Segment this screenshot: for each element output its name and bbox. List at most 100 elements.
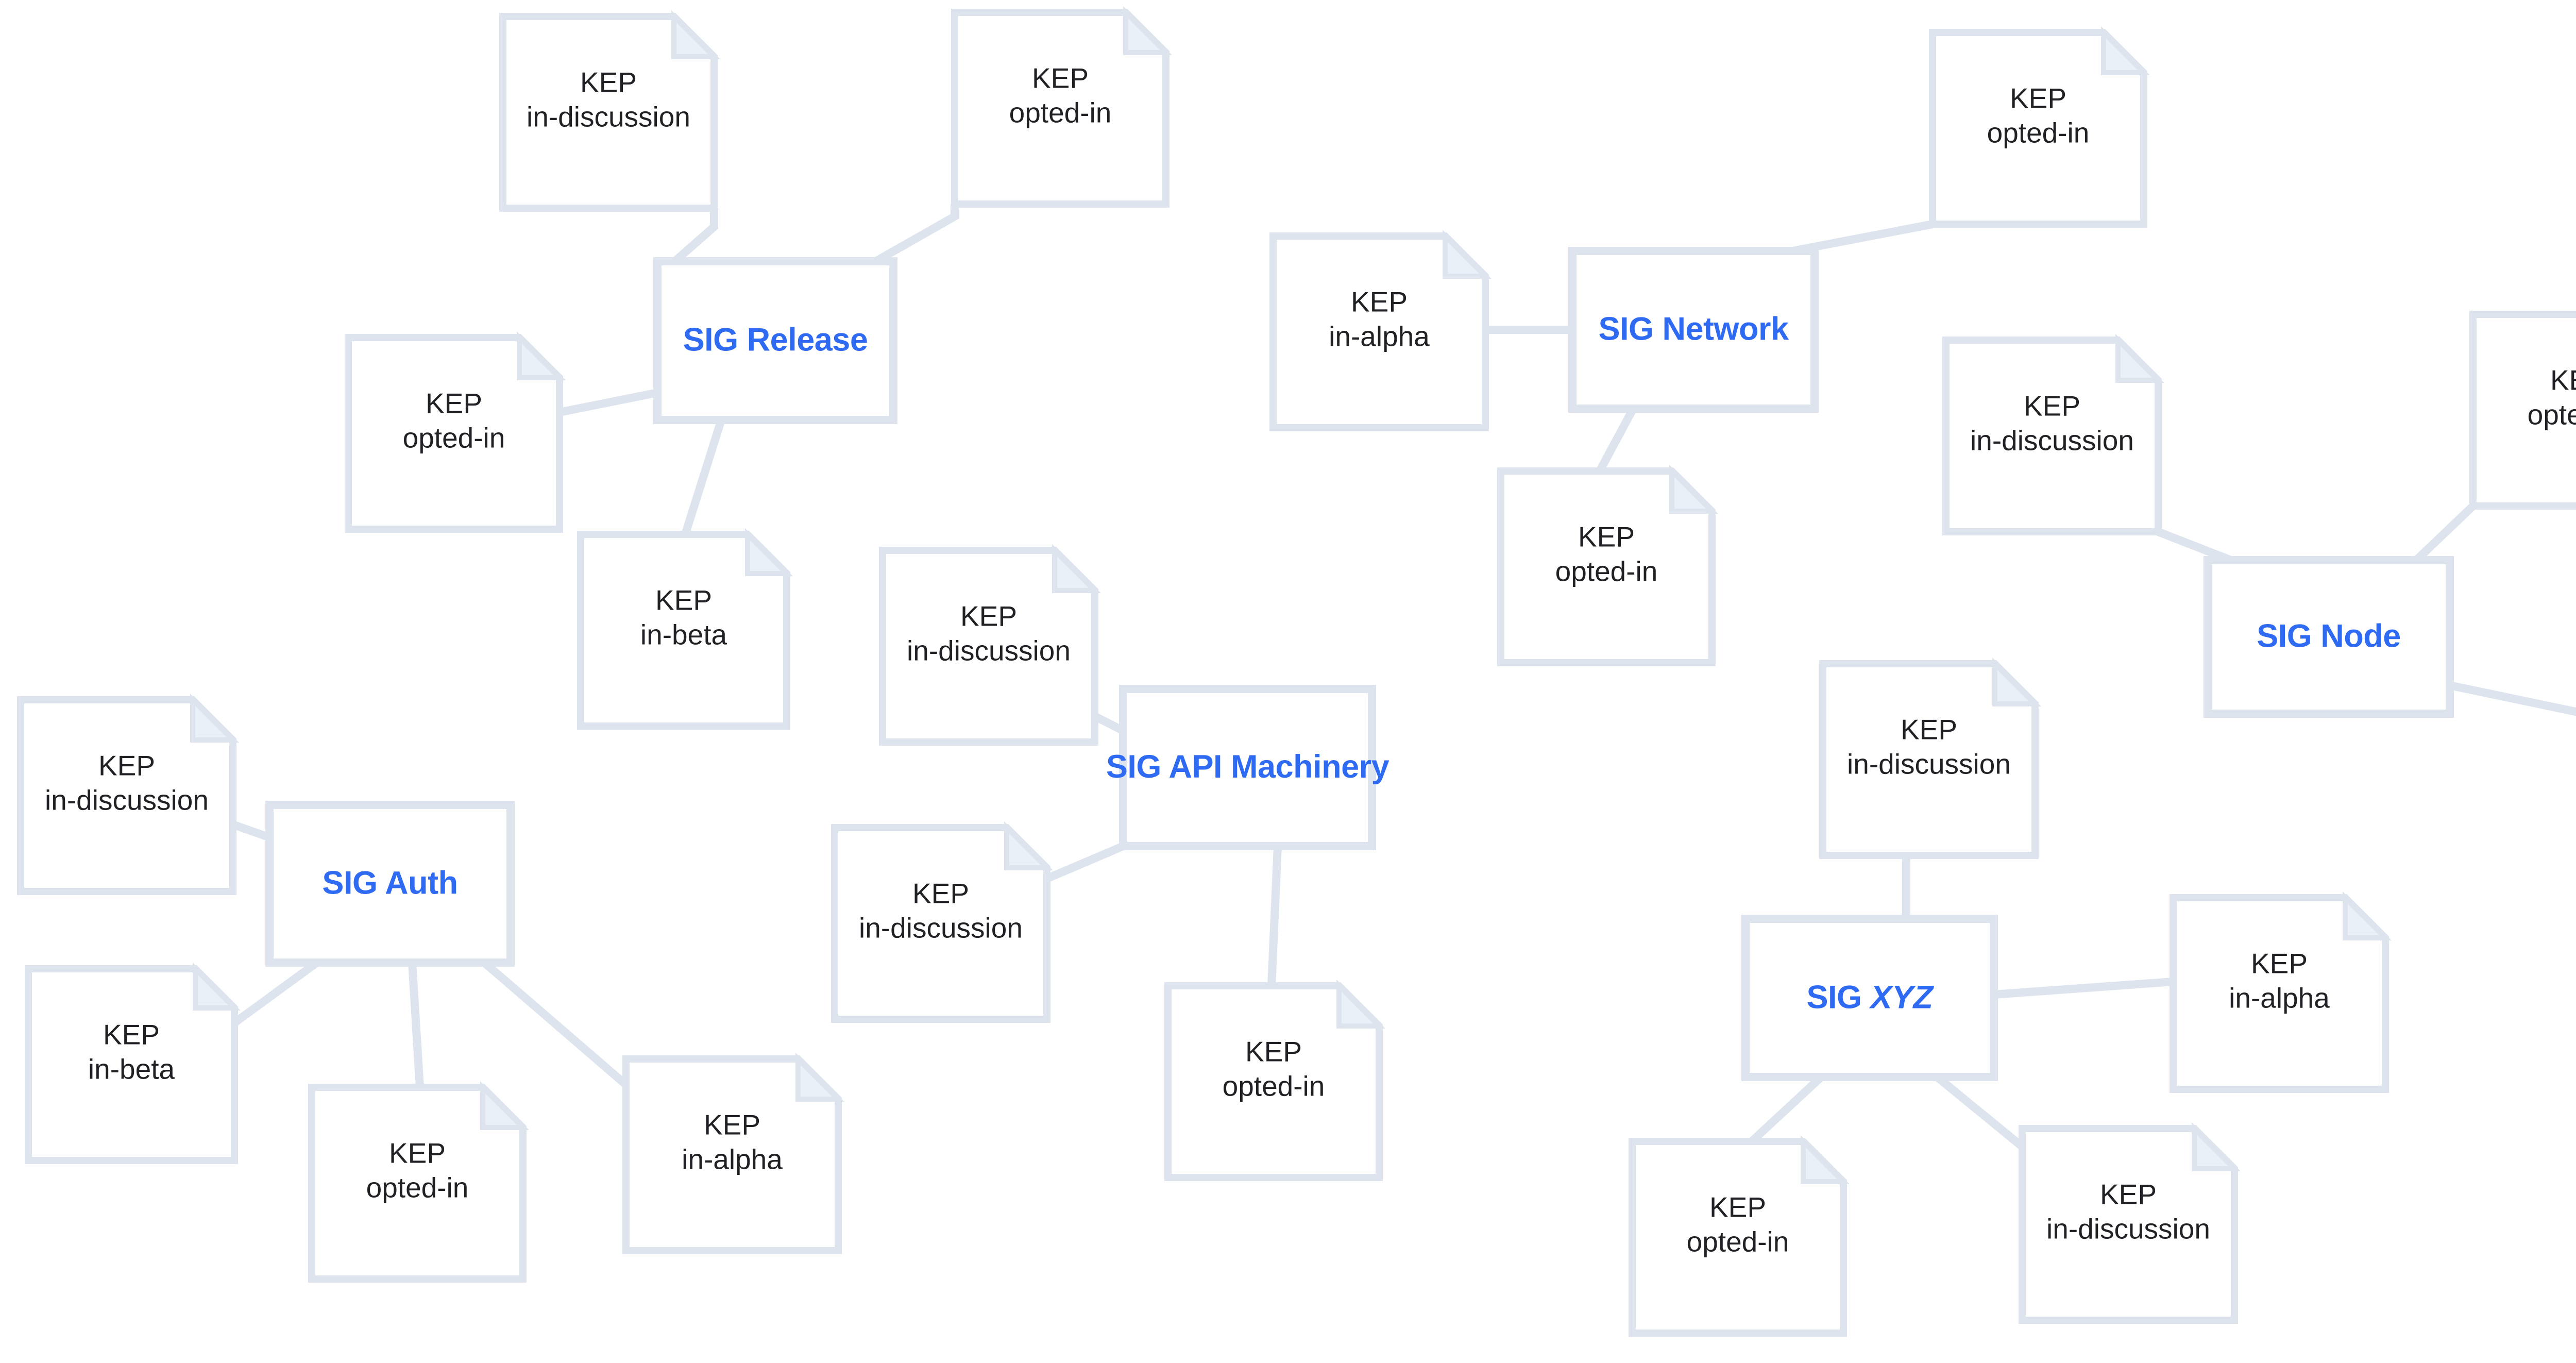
kep-note-title: KEP (103, 1019, 160, 1051)
note-fold-corner-icon (2101, 26, 2150, 75)
sig-node-box (653, 257, 897, 424)
connector-line (2413, 503, 2476, 563)
connector-line (1934, 1073, 2025, 1150)
connector-line (681, 418, 725, 536)
connector-line (1792, 220, 1934, 255)
kep-note-title: KEP (655, 584, 712, 616)
note-fold-corner-icon (1669, 464, 1719, 514)
kep-note-status: in-beta (88, 1053, 175, 1085)
kep-note-title: KEP (960, 600, 1017, 632)
kep-note-status: in-discussion (859, 912, 1023, 944)
connector-line (408, 962, 424, 1088)
note-body (1269, 232, 1489, 431)
note-fold-corner-icon (1801, 1135, 1850, 1184)
note-body (1942, 336, 2162, 535)
kep-note-title: KEP (912, 878, 969, 910)
sig-node[interactable]: SIG API Machinery (1106, 685, 1389, 850)
sig-node-box (1119, 685, 1376, 850)
kep-note-status: in-discussion (907, 635, 1071, 667)
kep-notes-layer: KEPin-discussionKEPopted-inKEPopted-inKE… (17, 6, 2576, 1337)
note-body (879, 547, 1098, 746)
kep-note-status: opted-in (366, 1172, 469, 1204)
kep-note-status: in-alpha (682, 1143, 783, 1175)
note-fold-corner-icon (795, 1052, 845, 1102)
note-fold-corner-icon (1123, 6, 1173, 55)
note-body (951, 9, 1170, 208)
connector-line (672, 208, 718, 265)
sig-node[interactable]: SIG Node (2204, 556, 2454, 718)
kep-note-status: in-alpha (1329, 321, 1430, 352)
sig-node-label: SIG API Machinery (1106, 749, 1389, 785)
sig-node[interactable]: SIG Release (653, 257, 897, 424)
kep-note-status: in-alpha (2229, 982, 2330, 1014)
sig-node-label: SIG Network (1598, 311, 1789, 347)
note-body (1497, 467, 1716, 666)
sig-node-label: SIG Auth (322, 865, 457, 901)
note-fold-corner-icon (517, 331, 566, 380)
kep-note-status: in-discussion (45, 784, 209, 816)
connector-line (1045, 842, 1125, 883)
note-body (345, 334, 563, 533)
connector-line (232, 959, 319, 1027)
note-body (1164, 982, 1383, 1181)
sig-node[interactable]: SIG Auth (265, 801, 515, 967)
kep-note-status: opted-in (1555, 556, 1658, 587)
note-body (2170, 894, 2389, 1093)
kep-note-title: KEP (2024, 390, 2080, 422)
kep-note-status: in-discussion (2046, 1213, 2210, 1245)
kep-note-title: KEP (98, 750, 155, 782)
note-fold-corner-icon (2343, 891, 2392, 940)
note-fold-corner-icon (1004, 821, 1054, 870)
kep-note-status: in-discussion (1847, 748, 2011, 780)
kep-note-title: KEP (1351, 286, 1408, 318)
note-fold-corner-icon (671, 10, 721, 59)
connector-lines-layer (231, 204, 2576, 1150)
sig-node-label: SIG Node (2257, 618, 2401, 654)
note-body (1819, 660, 2039, 859)
sig-node-box (2204, 556, 2454, 718)
kep-note-title: KEP (1578, 521, 1635, 553)
sig-node[interactable]: SIG Network (1568, 247, 1819, 413)
kep-note-title: KEP (2010, 82, 2066, 114)
note-fold-corner-icon (1443, 229, 1492, 279)
kep-note-status: opted-in (1987, 117, 2090, 149)
note-body (1929, 29, 2147, 228)
note-fold-corner-icon (480, 1081, 530, 1130)
note-fold-corner-icon (745, 528, 793, 576)
connector-line (874, 204, 959, 265)
note-body (577, 531, 790, 730)
kep-note-title: KEP (1901, 714, 1957, 746)
kep-note-title: KEP (2100, 1179, 2157, 1210)
connector-line (1093, 712, 1125, 735)
sig-node-box (1741, 915, 1998, 1081)
kep-note-title: KEP (580, 66, 637, 98)
sig-node-label: SIG XYZ (1806, 979, 1934, 1015)
note-body (1629, 1138, 1847, 1337)
kep-note-title: KEP (2550, 364, 2576, 396)
sig-node[interactable]: SIG XYZ (1741, 915, 1998, 1081)
kep-note-title: KEP (1032, 62, 1089, 94)
sig-node-box (265, 801, 515, 967)
sig-node-box (1568, 247, 1819, 413)
